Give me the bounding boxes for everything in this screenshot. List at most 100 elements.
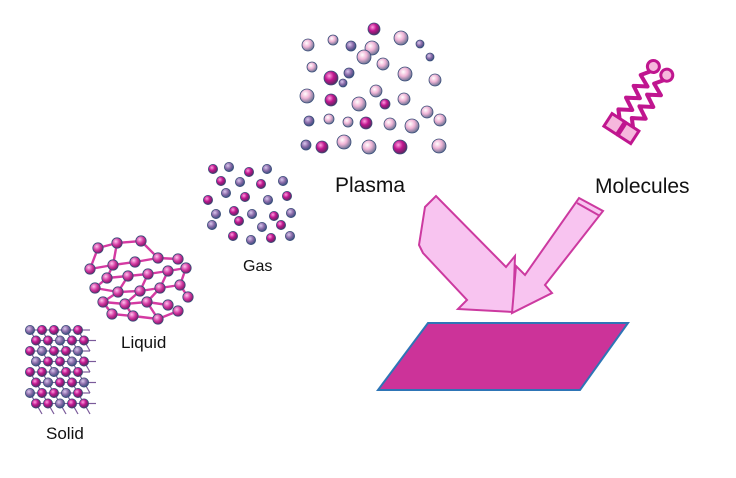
gas-particle (262, 194, 273, 205)
solid-particle (67, 356, 78, 367)
gas-particles (202, 161, 296, 245)
plasma-particle (367, 22, 381, 36)
solid-label: Solid (46, 424, 84, 443)
gas-particle (245, 234, 256, 245)
liquid-particle (162, 265, 174, 277)
plasma-particle (420, 105, 434, 119)
plasma-particle (369, 84, 383, 98)
liquid-label: Liquid (121, 333, 167, 352)
plasma-particle (379, 98, 391, 110)
gas-particle (215, 175, 226, 186)
solid-particle (67, 335, 78, 346)
solid-particle (24, 324, 35, 335)
plasma-particle (351, 96, 367, 112)
gas-particle (220, 187, 231, 198)
solid-particle (24, 366, 35, 377)
plasma-particle (300, 139, 312, 151)
plasma-particle (431, 138, 447, 154)
gas-particle (234, 176, 245, 187)
solid-particle (49, 366, 60, 377)
liquid-particle (182, 291, 194, 303)
plasma-particle (343, 67, 355, 79)
plasma-particle (345, 40, 357, 52)
solid-particle (73, 387, 84, 398)
plasma-particle (336, 134, 352, 150)
liquid-particle (127, 310, 139, 322)
liquid-particle (172, 305, 184, 317)
plasma-particle (383, 117, 397, 131)
solid-particle (24, 345, 35, 356)
plasma-particle (359, 116, 373, 130)
gas-particle (261, 163, 272, 174)
solid-particle (37, 324, 48, 335)
solid-particle (43, 398, 54, 409)
plasma-particle (342, 116, 354, 128)
plasma-particle (361, 139, 377, 155)
plasma-particle (306, 61, 318, 73)
plasma-label: Plasma (335, 174, 406, 197)
solid-particle (79, 398, 90, 409)
solid-particle (55, 377, 66, 388)
solid-particle (49, 345, 60, 356)
solid-particle (61, 345, 72, 356)
plasma-particle (301, 38, 315, 52)
plasma-particle (428, 73, 442, 87)
plasma-particle (323, 70, 339, 86)
gas-particle (284, 230, 295, 241)
gas-particle (233, 215, 244, 226)
liquid-particle (107, 259, 119, 271)
solid-particle (55, 356, 66, 367)
gas-particle (207, 163, 218, 174)
gas-particle (265, 232, 276, 243)
gas-particle (206, 219, 217, 230)
gas-particle (246, 208, 257, 219)
liquid-particle (112, 286, 124, 298)
liquid-particle (97, 296, 109, 308)
liquid-particle (154, 282, 166, 294)
liquid-particle (180, 262, 192, 274)
solid-particle (49, 324, 60, 335)
solid-particle (67, 398, 78, 409)
gas-particle (202, 194, 213, 205)
solid-particle (79, 377, 90, 388)
liquid-particle-cluster (84, 235, 194, 325)
plasma-particle (324, 93, 338, 107)
liquid-particle (152, 252, 164, 264)
solid-particle (49, 387, 60, 398)
solid-particle (55, 398, 66, 409)
liquid-particle (141, 296, 153, 308)
liquid-particle (172, 253, 184, 265)
gas-particle (210, 208, 221, 219)
plasma-particle (338, 78, 348, 88)
solid-particle (30, 398, 41, 409)
liquid-particle (129, 256, 141, 268)
solid-particle (73, 324, 84, 335)
molecules-label: Molecules (595, 175, 690, 198)
plasma-particle (415, 39, 425, 49)
solid-particle (37, 345, 48, 356)
liquid-particle (162, 299, 174, 311)
gas-label: Gas (243, 258, 273, 275)
gas-particle (275, 219, 286, 230)
plasma-particle (397, 66, 413, 82)
liquid-particle (106, 308, 118, 320)
solid-particle (73, 366, 84, 377)
plasma-particle (356, 49, 372, 65)
gas-particle (228, 205, 239, 216)
gas-particle (285, 207, 296, 218)
solid-particle (55, 335, 66, 346)
liquid-particle (119, 298, 131, 310)
liquid-particle (135, 235, 147, 247)
solid-particle (61, 366, 72, 377)
plasma-particle (299, 88, 315, 104)
solid-particle (43, 377, 54, 388)
plasma-particles (299, 22, 447, 155)
plasma-particle (392, 139, 408, 155)
solid-particle (30, 356, 41, 367)
gas-particle (227, 230, 238, 241)
liquid-particle (174, 279, 186, 291)
liquid-particle (111, 237, 123, 249)
liquid-particle (92, 242, 104, 254)
gas-particle (243, 166, 254, 177)
plasma-particle (376, 57, 390, 71)
